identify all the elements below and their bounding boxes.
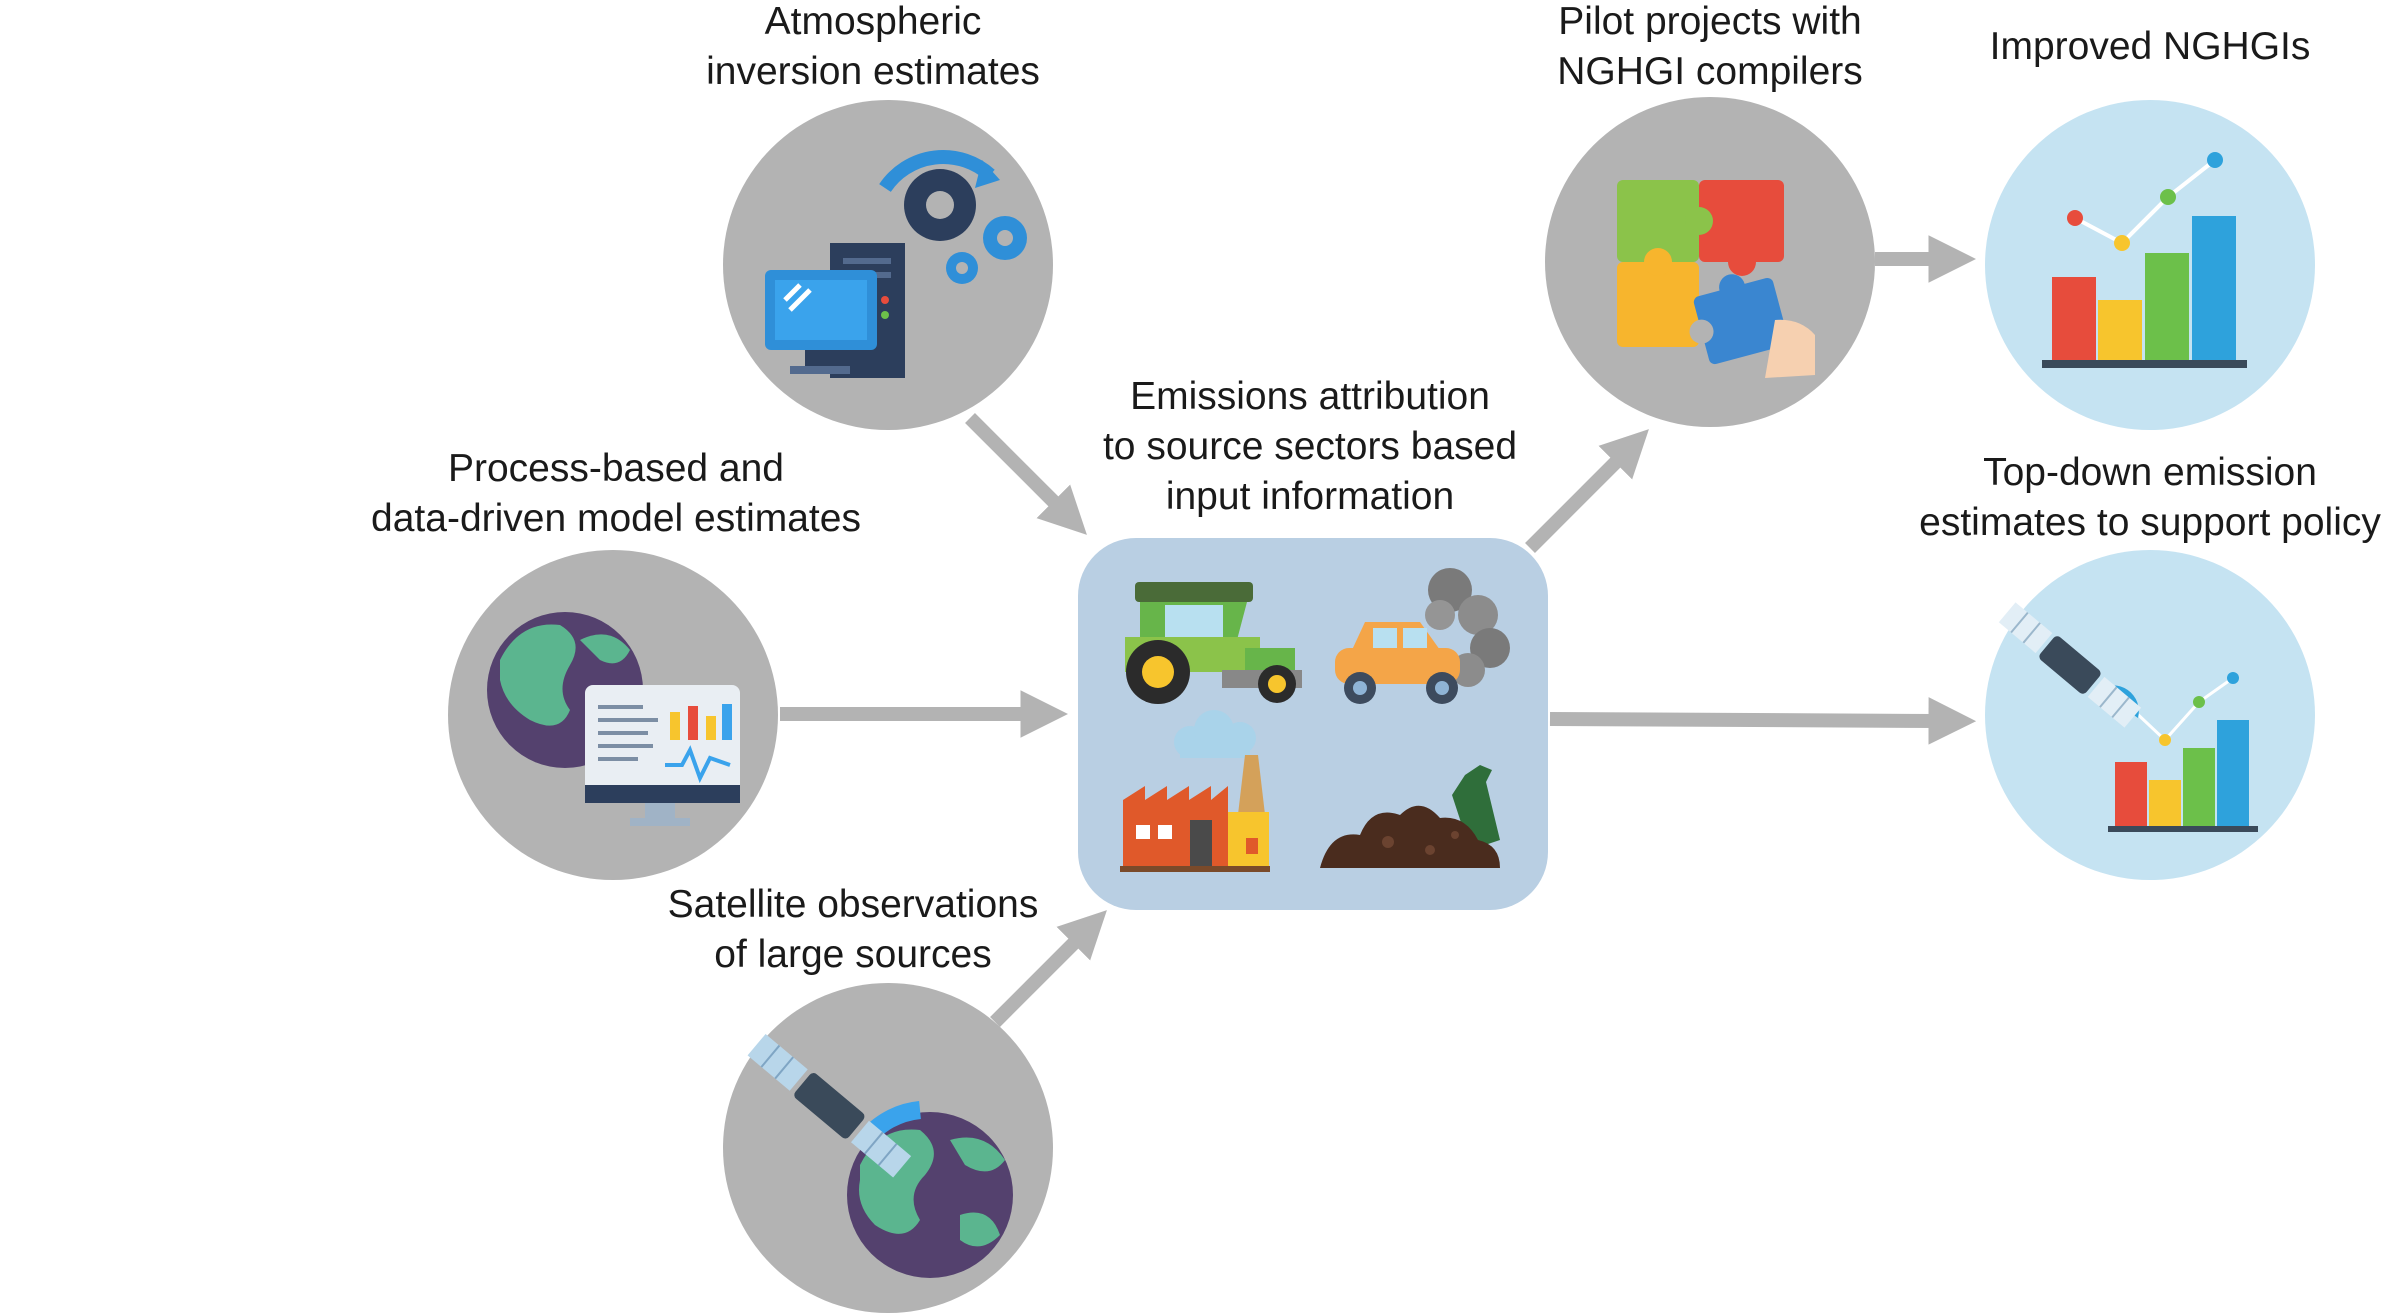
arrow-atmospheric-to-center <box>965 413 1087 535</box>
improved-label: Improved NGHGIs <box>1990 22 2311 72</box>
soil-bottle-icon <box>1320 765 1500 868</box>
center-label-line1: Emissions attribution <box>1130 375 1490 418</box>
atmospheric-label: Atmospheric inversion estimates <box>706 0 1040 97</box>
arrow-center-to-pilot <box>1525 429 1649 553</box>
center-label-line3: input information <box>1165 475 1455 518</box>
pilot-label: Pilot projects with NGHGI compilers <box>1557 0 1863 97</box>
process-node <box>448 550 778 880</box>
arrows <box>780 235 1977 1027</box>
factory-icon <box>1120 710 1270 872</box>
globe-monitor-icon <box>487 612 740 826</box>
topdown-label-line2: estimates to support policy <box>1919 501 2381 544</box>
atmospheric-node <box>723 100 1053 430</box>
satellite-earth-icon <box>747 1033 1013 1278</box>
topdown-label-line1: Top-down emission <box>1983 451 2317 494</box>
satellite-chart-icon <box>1998 602 2258 832</box>
center-label: Emissions attribution to source sectors … <box>1103 372 1517 522</box>
car-exhaust-icon <box>1335 568 1510 704</box>
process-label-line2: data-driven model estimates <box>371 497 861 540</box>
arrow-center-to-topdown <box>1549 697 1977 745</box>
computer-gears-icon <box>765 150 1027 378</box>
topdown-node <box>1985 550 2315 880</box>
center-label-line2: to source sectors based <box>1102 425 1518 468</box>
process-label: Process-based and data-driven model esti… <box>371 444 861 544</box>
pilot-node <box>1545 97 1875 427</box>
atmospheric-label-line1: Atmospheric <box>764 0 982 43</box>
topdown-label: Top-down emission estimates to support p… <box>1919 448 2381 548</box>
satellite-node <box>723 983 1053 1313</box>
tractor-icon <box>1125 582 1302 704</box>
puzzle-icon <box>1617 180 1815 378</box>
satellite-label-line1: Satellite observations <box>667 883 1039 926</box>
arrow-satellite-to-center <box>990 910 1107 1027</box>
satellite-label-line2: of large sources <box>714 933 992 976</box>
center-node <box>1078 538 1548 910</box>
improved-label-line1: Improved NGHGIs <box>1989 25 2311 68</box>
improved-node <box>1985 100 2315 430</box>
pilot-label-line2: NGHGI compilers <box>1557 50 1863 93</box>
pilot-label-line1: Pilot projects with <box>1558 0 1862 43</box>
satellite-label: Satellite observations of large sources <box>668 880 1039 980</box>
bar-chart-icon <box>2042 152 2247 368</box>
atmospheric-label-line2: inversion estimates <box>706 50 1040 93</box>
process-label-line1: Process-based and <box>447 447 785 490</box>
